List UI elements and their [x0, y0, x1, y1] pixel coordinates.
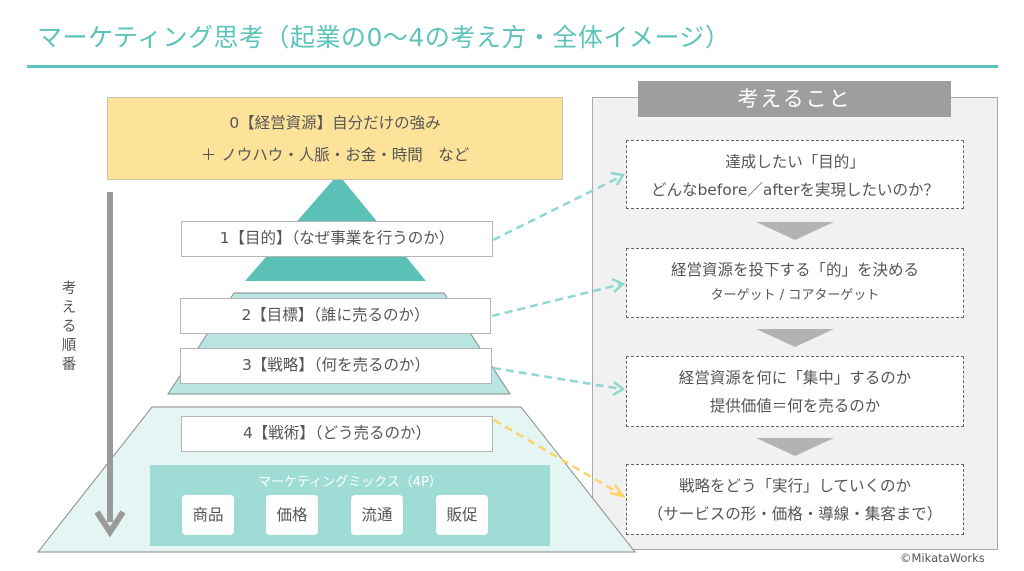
order-label: 考 え る 順 番 [59, 280, 79, 375]
connector-2-head [611, 277, 626, 293]
level-1-label: 1【目的】（なぜ事業を行うのか） [181, 221, 493, 257]
think-box-target: 経営資源を投下する「的」を決める ターゲット / コアターゲット [626, 248, 964, 318]
think-box-line-1: 戦略をどう「実行」していくのか [678, 477, 912, 495]
think-box-purpose: 達成したい「目的」 どんなbefore／afterを実現したいのか？ [626, 140, 964, 209]
page-title: マーケティング思考（起業の0〜4の考え方・全体イメージ） [37, 23, 731, 52]
resource-line-2: ＋ ノウハウ・人脈・お金・時間 など [200, 146, 470, 164]
connector-4 [493, 418, 623, 497]
mix-item-promotion: 販促 [436, 495, 488, 535]
mix-item-product: 商品 [182, 495, 234, 535]
order-label-char: る [61, 319, 77, 335]
order-label-char: 番 [61, 357, 77, 373]
order-label-char: 順 [61, 338, 77, 354]
level-4-label: 4【戦術】（どう売るのか） [181, 416, 493, 452]
marketing-mix-title: マーケティングミックス（4P） [258, 475, 442, 490]
mix-item-place: 流通 [351, 495, 403, 535]
think-box-line-2: ターゲット / コアターゲット [710, 288, 880, 303]
level-3-label: 3【戦略】（何を売るのか） [180, 348, 492, 384]
resource-box: 0【経営資源】自分だけの強み ＋ ノウハウ・人脈・お金・時間 など [107, 97, 563, 180]
think-panel-header: 考えること [638, 81, 951, 117]
think-box-line-2: 提供価値＝何を売るのか [709, 397, 881, 415]
order-label-char: 考 [61, 281, 77, 297]
resource-line-1: 0【経営資源】自分だけの強み [229, 114, 441, 132]
order-label-char: え [61, 300, 77, 316]
think-box-line-2: どんなbefore／afterを実現したいのか？ [650, 181, 940, 199]
level-2-label: 2【目標】（誰に売るのか） [180, 298, 491, 334]
connector-3-head [612, 381, 626, 397]
mix-item-price: 価格 [266, 495, 318, 535]
think-box-line-1: 達成したい「目的」 [725, 153, 865, 171]
order-arrow [94, 192, 126, 538]
connector-4-head [609, 484, 626, 498]
step-arrow-1 [756, 222, 834, 240]
connector-1 [492, 174, 623, 242]
connector-2 [491, 282, 623, 318]
marketing-mix-box: マーケティングミックス（4P） 商品 価格 流通 販促 [150, 465, 550, 546]
think-box-line-1: 経営資源を何に「集中」するのか [678, 369, 912, 387]
step-arrow-2 [756, 329, 834, 347]
connector-1-head [610, 171, 626, 186]
copyright-credit: ©MikataWorks [900, 551, 985, 565]
think-box-line-1: 経営資源を投下する「的」を決める [670, 261, 919, 279]
connector-3 [492, 366, 623, 391]
think-box-strategy: 経営資源を何に「集中」するのか 提供価値＝何を売るのか [626, 356, 964, 427]
think-box-tactics: 戦略をどう「実行」していくのか （サービスの形・価格・導線・集客まで） [626, 464, 964, 535]
step-arrow-3 [756, 438, 834, 456]
think-box-line-2: （サービスの形・価格・導線・集客まで） [647, 505, 943, 523]
title-underline [27, 65, 998, 68]
